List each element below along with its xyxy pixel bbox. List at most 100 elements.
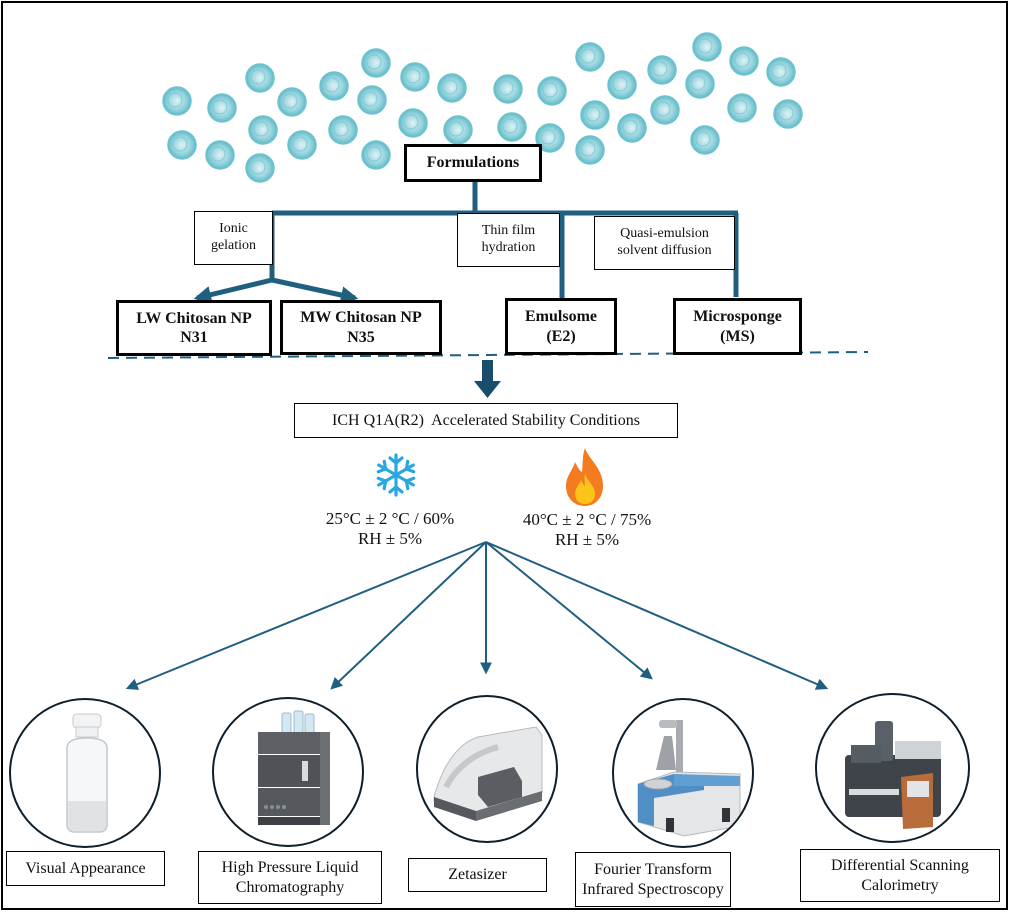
nanoparticle-mesh bbox=[333, 121, 349, 137]
nanoparticle bbox=[607, 70, 637, 100]
ftir-instrument-icon bbox=[637, 720, 741, 837]
nanoparticle bbox=[575, 135, 605, 165]
arrow-to-mw-chitosan bbox=[271, 277, 359, 304]
zetasizer-icon bbox=[433, 726, 543, 821]
nanoparticle-cluster bbox=[162, 32, 803, 183]
nanoparticle-mesh bbox=[172, 136, 188, 152]
formulations-label: Formulations bbox=[426, 154, 520, 172]
dsc-circle bbox=[815, 693, 970, 843]
formulations-box: Formulations bbox=[404, 144, 542, 182]
visual-appearance-circle bbox=[9, 698, 161, 848]
nanoparticle-mesh bbox=[405, 68, 421, 84]
nanoparticle-mesh bbox=[250, 69, 266, 85]
nanoparticle bbox=[357, 85, 387, 115]
zetasizer-circle bbox=[416, 695, 558, 843]
product-name: Emulsome bbox=[525, 308, 597, 326]
nanoparticle-mesh bbox=[366, 54, 382, 70]
arrow-to-ftir bbox=[485, 541, 653, 680]
nanoparticle bbox=[167, 130, 197, 160]
nanoparticle bbox=[205, 140, 235, 170]
nanoparticle bbox=[400, 62, 430, 92]
nanoparticle-mesh bbox=[250, 159, 266, 175]
condition-humidity: RH ± 5% bbox=[554, 530, 620, 550]
nanoparticle-mesh bbox=[498, 80, 514, 96]
nanoparticle bbox=[497, 112, 527, 142]
method-label: Ionic gelation bbox=[210, 221, 257, 253]
block-down-arrow bbox=[474, 360, 501, 398]
nanoparticle bbox=[443, 115, 473, 145]
vial-icon bbox=[66, 713, 108, 833]
nanoparticle-mesh bbox=[697, 38, 713, 54]
nanoparticle bbox=[580, 100, 610, 130]
method-label: Quasi-emulsion solvent diffusion bbox=[617, 226, 712, 258]
analysis-label: Visual Appearance bbox=[25, 859, 146, 877]
nanoparticle-mesh bbox=[362, 91, 378, 107]
arrow-to-visual-appearance bbox=[125, 541, 487, 690]
nanoparticle bbox=[575, 42, 605, 72]
label-hplc: High Pressure Liquid Chromatography bbox=[198, 851, 382, 904]
nanoparticle-mesh bbox=[695, 131, 711, 147]
arrow-to-dsc bbox=[485, 541, 829, 690]
nanoparticle-mesh bbox=[580, 141, 596, 157]
hplc-circle bbox=[212, 697, 364, 847]
nanoparticle bbox=[727, 93, 757, 123]
analysis-label-line2: Calorimetry bbox=[861, 876, 939, 894]
condition-temperature: 25°C ± 2 °C / 60% bbox=[325, 509, 455, 528]
nanoparticle-mesh bbox=[580, 48, 596, 64]
nanoparticle bbox=[729, 46, 759, 76]
nanoparticle-mesh bbox=[442, 79, 458, 95]
nanoparticle-mesh bbox=[655, 101, 671, 117]
arrow-to-lw-chitosan bbox=[193, 277, 273, 304]
stability-conditions-box: ICH Q1A(R2) Accelerated Stability Condit… bbox=[294, 403, 678, 438]
product-box-emulsome: Emulsome (E2) bbox=[505, 298, 617, 355]
analysis-label-line2: Infrared Spectroscopy bbox=[582, 880, 724, 898]
label-zetasizer: Zetasizer bbox=[408, 858, 547, 892]
label-ftir: Fourier Transform Infrared Spectroscopy bbox=[575, 852, 731, 907]
nanoparticle-mesh bbox=[210, 146, 226, 162]
nanoparticle-mesh bbox=[542, 82, 558, 98]
nanoparticle-mesh bbox=[652, 61, 668, 77]
nanoparticle-mesh bbox=[540, 129, 556, 145]
nanoparticle bbox=[328, 115, 358, 145]
product-box-mw-chitosan: MW Chitosan NP N35 bbox=[280, 300, 442, 355]
product-code: (E2) bbox=[546, 327, 576, 345]
nanoparticle bbox=[361, 140, 391, 170]
method-label: Thin film hydration bbox=[481, 223, 536, 255]
nanoparticle bbox=[493, 74, 523, 104]
product-name: LW Chitosan NP bbox=[136, 309, 252, 327]
analysis-label-line1: High Pressure Liquid bbox=[221, 859, 359, 877]
analysis-label: Zetasizer bbox=[448, 866, 507, 884]
nanoparticle-mesh bbox=[253, 121, 269, 137]
nanoparticle-mesh bbox=[734, 52, 750, 68]
nanoparticle bbox=[287, 130, 317, 160]
analysis-label-line1: Differential Scanning bbox=[831, 857, 969, 875]
nanoparticle bbox=[162, 86, 192, 116]
method-box-ionic-gelation: Ionic gelation bbox=[194, 211, 273, 265]
nanoparticle bbox=[319, 71, 349, 101]
nanoparticle bbox=[361, 48, 391, 78]
condition-humidity: RH ± 5% bbox=[357, 529, 423, 549]
nanoparticle bbox=[207, 93, 237, 123]
hplc-instrument-icon bbox=[258, 710, 330, 825]
nanoparticle-mesh bbox=[690, 75, 706, 91]
method-box-thin-film-hydration: Thin film hydration bbox=[457, 213, 560, 267]
product-box-lw-chitosan: LW Chitosan NP N31 bbox=[116, 300, 272, 356]
method-box-quasi-emulsion: Quasi-emulsion solvent diffusion bbox=[594, 216, 735, 270]
condition-temperature: 40°C ± 2 °C / 75% bbox=[522, 510, 652, 529]
product-code: N31 bbox=[180, 329, 208, 346]
nanoparticle-mesh bbox=[778, 105, 794, 121]
nanoparticle-mesh bbox=[366, 146, 382, 162]
nanoparticle bbox=[537, 76, 567, 106]
nanoparticle-mesh bbox=[167, 92, 183, 108]
nanoparticle-mesh bbox=[324, 77, 340, 93]
nanoparticle-mesh bbox=[282, 93, 298, 109]
product-code: (MS) bbox=[720, 327, 755, 345]
ftir-circle bbox=[612, 698, 754, 848]
nanoparticle bbox=[437, 73, 467, 103]
nanoparticle bbox=[773, 99, 803, 129]
nanoparticle bbox=[535, 123, 565, 153]
nanoparticle bbox=[766, 57, 796, 87]
product-name: Microsponge bbox=[693, 308, 782, 326]
